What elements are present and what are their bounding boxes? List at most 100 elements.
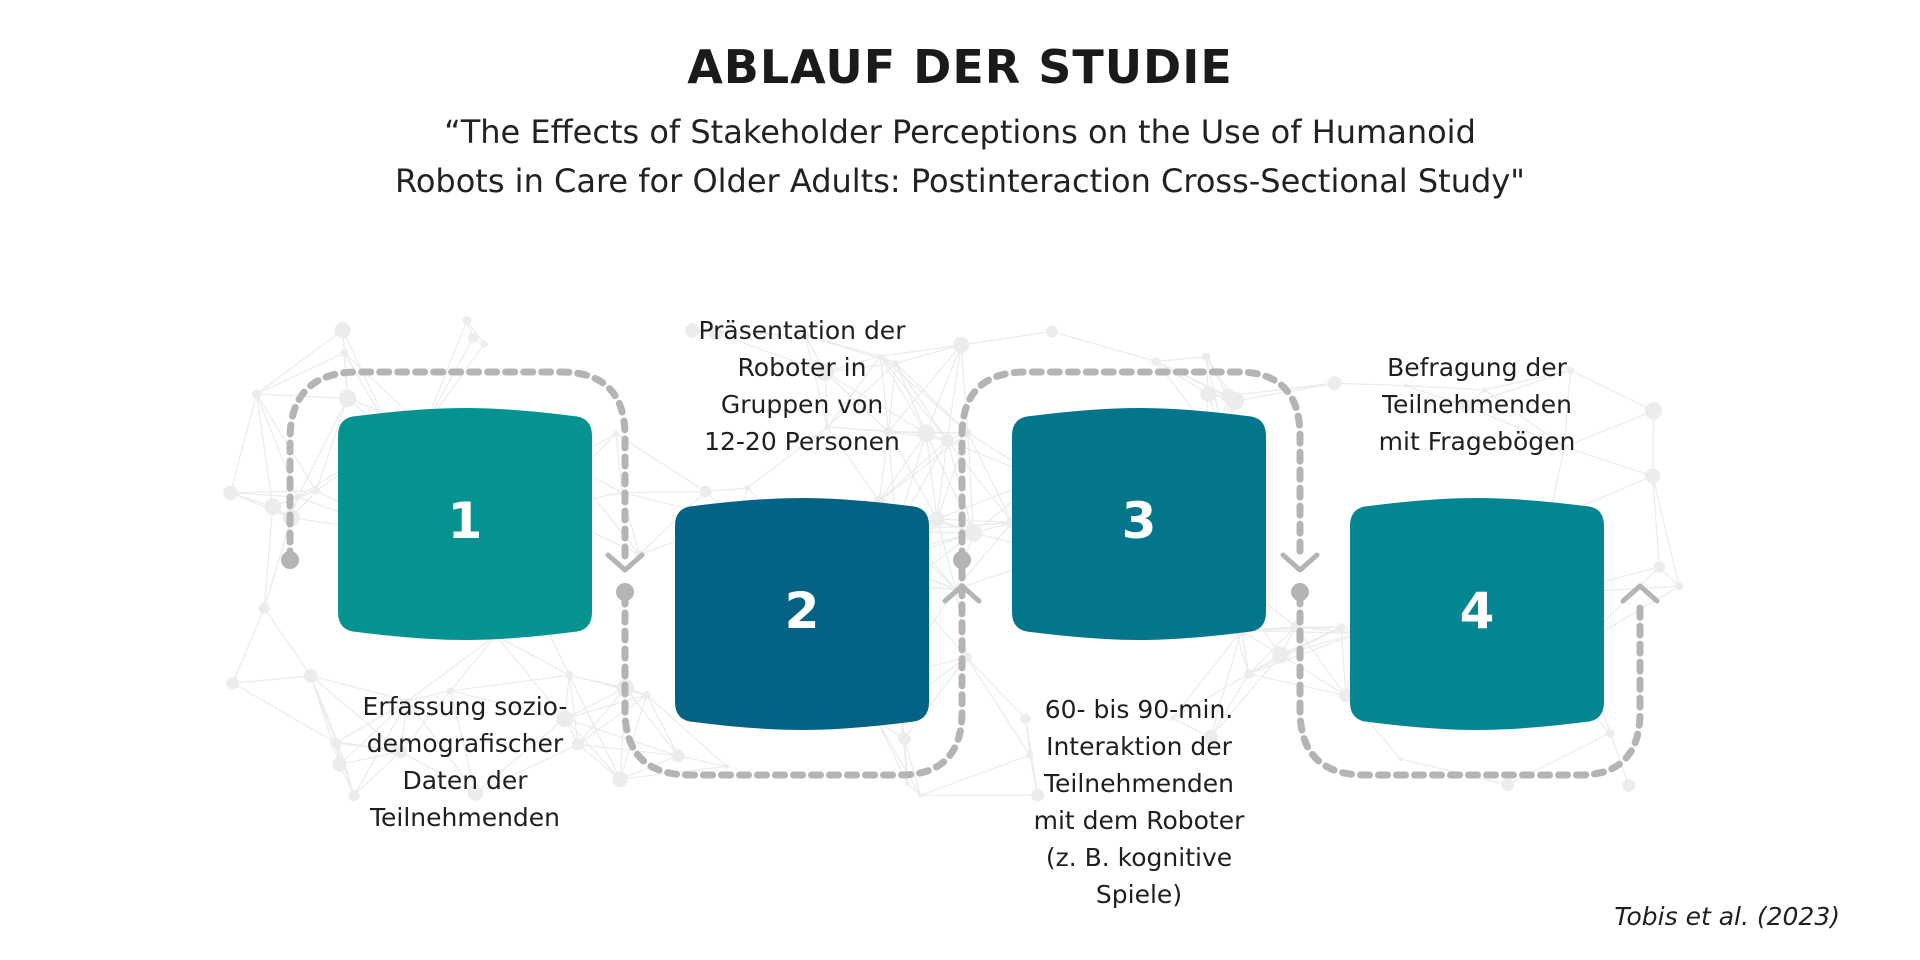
network-node (1458, 399, 1472, 413)
network-node (1272, 646, 1290, 664)
citation: Tobis et al. (2023) (1614, 902, 1840, 931)
network-node (1501, 778, 1514, 792)
network-line (960, 330, 1052, 346)
network-line (1155, 360, 1209, 395)
network-line (577, 687, 626, 745)
step-1-line: Teilnehmenden (369, 803, 561, 832)
network-line (399, 690, 451, 752)
network-line (903, 738, 921, 796)
network-line (1280, 626, 1342, 656)
page-title: ABLAUF DER STUDIE (687, 40, 1233, 94)
network-line (1210, 654, 1282, 738)
network-line (878, 431, 890, 502)
network-node (1244, 669, 1254, 679)
network-node (709, 326, 723, 340)
network-line (564, 718, 679, 757)
network-line (310, 675, 341, 765)
network-line (1248, 626, 1296, 675)
network-line (960, 344, 969, 433)
network-node (312, 486, 320, 495)
connector-path-4 (1296, 591, 1644, 779)
network-node (898, 732, 911, 745)
network-line (407, 700, 477, 794)
step-3-number: 3 (1122, 492, 1157, 550)
network-line (677, 755, 727, 768)
network-node (883, 426, 894, 437)
network-line (937, 518, 1013, 523)
network-line (1248, 632, 1359, 675)
network-node (1605, 728, 1615, 738)
network-line (925, 433, 938, 520)
network-line (1570, 369, 1654, 412)
step-4-line: Teilnehmenden (1381, 390, 1573, 419)
network-line (449, 635, 497, 692)
network-line (615, 433, 706, 493)
network-line (1155, 356, 1207, 363)
network-node (571, 738, 585, 751)
network-line (256, 394, 274, 507)
network-line (256, 352, 345, 395)
network-line (564, 718, 621, 780)
connector-dot-2 (616, 583, 634, 601)
network-node (918, 793, 923, 798)
network-node (1566, 366, 1575, 375)
network-line (1652, 475, 1680, 587)
network-node (393, 744, 408, 759)
network-line (895, 362, 948, 441)
network-line (895, 344, 962, 364)
network-line (1563, 370, 1571, 447)
network-line (638, 491, 706, 555)
network-line (232, 682, 337, 744)
network-line (646, 694, 679, 756)
network-line (879, 355, 927, 434)
network-line (878, 432, 927, 502)
network-line (824, 372, 828, 428)
network-line (335, 742, 401, 753)
network-line (1172, 630, 1242, 719)
network-line (475, 718, 566, 794)
network-line (1209, 673, 1250, 738)
step-3-line: mit dem Roboter (1033, 806, 1245, 835)
network-node (877, 353, 884, 359)
step-1-box: 1 (338, 408, 592, 640)
network-node (251, 389, 262, 399)
network-node (334, 322, 351, 339)
network-line (1240, 630, 1250, 674)
network-line (826, 355, 881, 428)
network-line (310, 675, 337, 744)
network-line (1484, 369, 1571, 391)
network-node (941, 434, 954, 447)
chevron-down-icon (605, 552, 645, 573)
network-line (824, 355, 881, 373)
step-2-line: Präsentation der (698, 316, 906, 345)
network-node (1644, 402, 1663, 420)
network-line (1465, 405, 1565, 448)
network-node (446, 687, 454, 695)
network-node (223, 485, 238, 500)
network-line (315, 398, 349, 491)
connector-paths (286, 368, 1644, 779)
network-line (621, 490, 706, 494)
network-line (577, 694, 648, 745)
step-4-box: 4 (1350, 498, 1604, 730)
network-node (226, 676, 239, 690)
network-line (715, 332, 826, 373)
chevron-down-icon (1280, 552, 1320, 573)
network-line (925, 344, 962, 434)
network-line (1334, 382, 1406, 387)
network-line (564, 687, 626, 720)
network-node (1674, 582, 1684, 591)
network-node (1622, 779, 1636, 792)
step-4-shape (1350, 498, 1604, 730)
network-line (615, 433, 623, 493)
network-line (407, 690, 451, 702)
network-node (699, 485, 712, 498)
network-line (450, 690, 565, 720)
network-node (462, 315, 472, 325)
network-line (297, 398, 349, 498)
connector-dot-4 (1291, 583, 1309, 601)
network-node (952, 336, 970, 354)
network-node (467, 332, 479, 344)
network-line (920, 754, 1031, 796)
